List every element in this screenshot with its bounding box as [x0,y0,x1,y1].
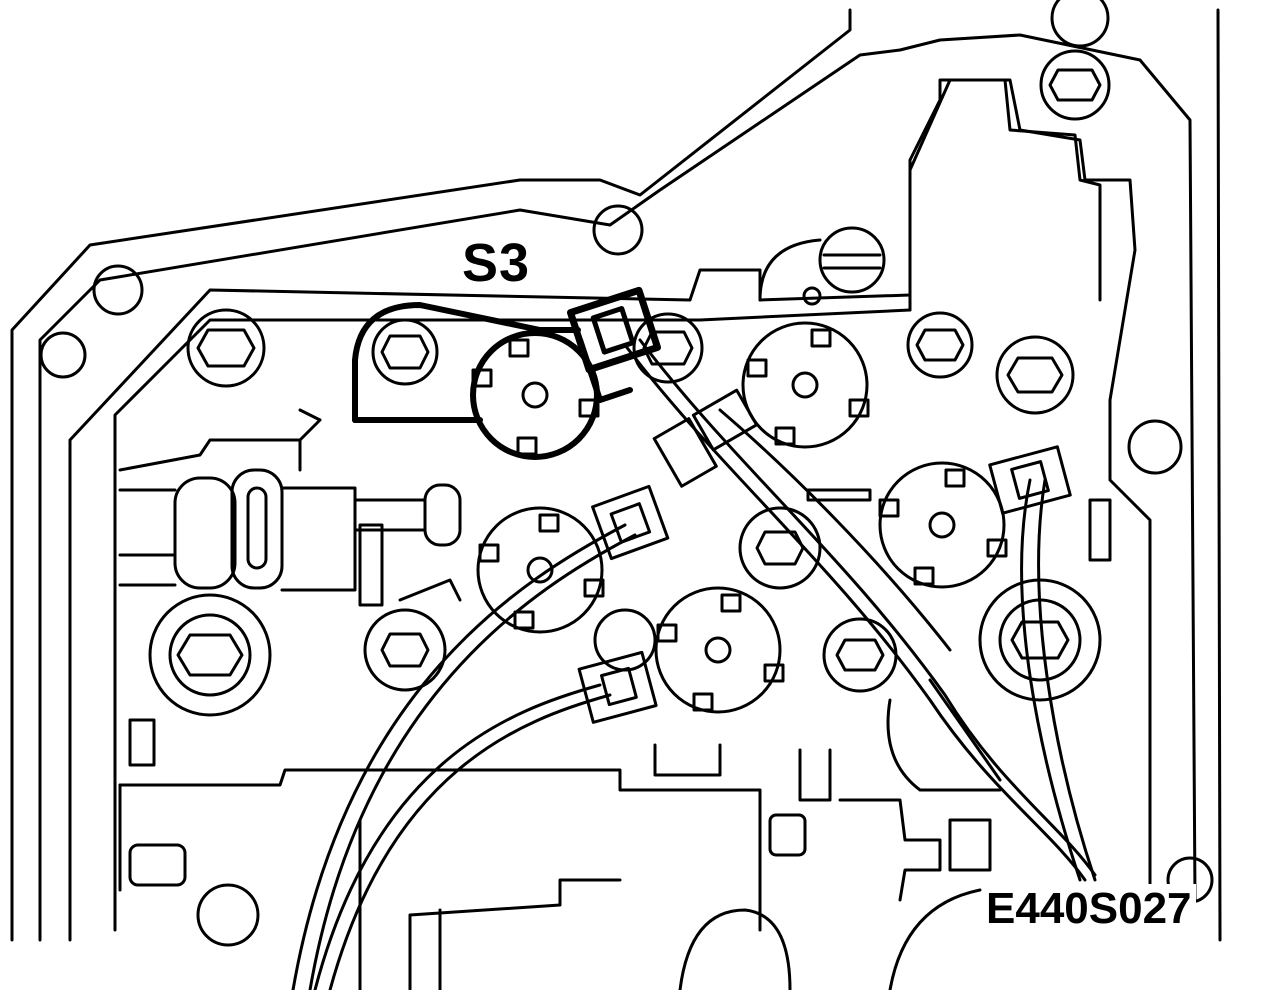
housing-gasket-outline [40,35,1195,940]
valve-plate-inner-outline [115,310,910,930]
small-pin [804,288,820,304]
bolt [908,313,972,377]
housing-hole [1052,0,1108,46]
solenoid-valve [478,508,603,632]
component-label-s3: S3 [462,233,531,293]
slotted-screw-slot [824,255,880,268]
bolt [365,610,445,690]
bolt-head-hex [1050,70,1100,100]
figure-code-label: E440S027 [982,884,1196,934]
wire-harness [293,340,1095,990]
solenoid-valve [743,323,868,447]
bolt [198,885,258,945]
housing-hole [94,266,142,314]
lower-assembly [120,490,1110,990]
screw-boss [760,240,820,300]
bolt [373,320,437,384]
bolt [188,310,264,386]
bolt [824,619,896,691]
bolt [997,337,1073,413]
housing-hole [41,333,85,377]
bolt [150,595,270,715]
solenoid-valve [656,588,783,712]
bolt-top-right [1041,51,1109,119]
bolt [740,508,820,588]
slotted-screw [820,228,884,292]
housing-hole [594,206,642,254]
solenoid-s3 [355,290,658,457]
housing-hole [1129,421,1181,473]
connector [990,447,1071,513]
bolt [634,314,702,382]
connector [579,652,656,722]
connector [654,390,756,486]
housing-outer-outline [12,10,1220,940]
upper-right-block [910,80,1100,310]
connector [593,486,668,558]
solenoid-valve [880,463,1006,587]
left-valve-assembly [120,410,460,765]
